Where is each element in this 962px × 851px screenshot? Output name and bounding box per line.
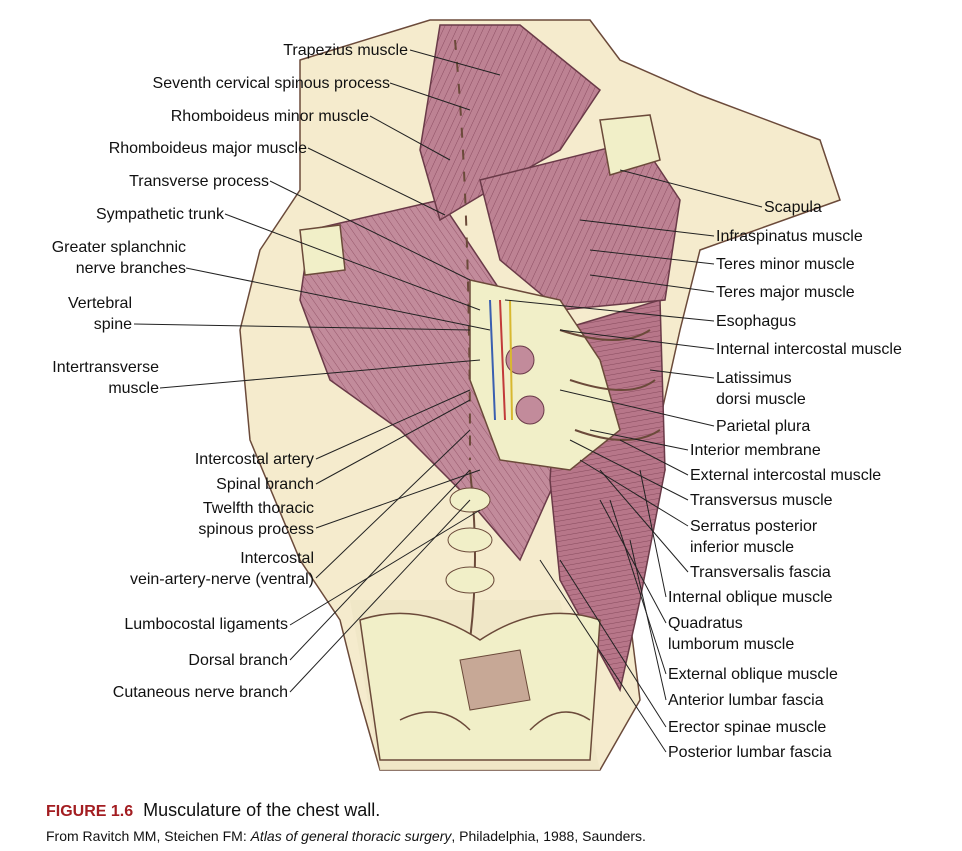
scapula-muscles-shape bbox=[299, 114, 681, 311]
label-rhomboideus-minor: Rhomboideus minor muscle bbox=[170, 108, 369, 125]
label-esophagus: Esophagus bbox=[716, 313, 797, 330]
source-book-title: Atlas of general thoracic surgery bbox=[250, 828, 452, 844]
label-seventh-cervical: Seventh cervical spinous process bbox=[152, 75, 390, 92]
label-teres-major: Teres major muscle bbox=[716, 284, 855, 301]
label-parietal-plura: Parietal plura bbox=[716, 418, 811, 435]
label-internal-intercostal: Internal intercostal muscle bbox=[716, 341, 902, 358]
label-transversalis: Transversalis fascia bbox=[690, 564, 831, 581]
figure-title: Musculature of the chest wall. bbox=[143, 800, 381, 820]
label-infraspinatus: Infraspinatus muscle bbox=[716, 228, 863, 245]
label-dorsal-branch: Dorsal branch bbox=[188, 652, 288, 669]
label-internal-oblique: Internal oblique muscle bbox=[668, 589, 833, 606]
label-sympathetic-trunk: Sympathetic trunk bbox=[95, 206, 224, 223]
label-intercostal-artery: Intercostal artery bbox=[194, 451, 314, 468]
spine-shape bbox=[445, 39, 495, 641]
label-interior-membrane: Interior membrane bbox=[690, 442, 821, 459]
label-rhomboideus-major: Rhomboideus major muscle bbox=[108, 140, 307, 157]
label-transversus: Transversus muscle bbox=[690, 492, 833, 509]
label-trapezius: Trapezius muscle bbox=[283, 42, 408, 59]
leader-lines-left bbox=[133, 49, 501, 693]
label-erector-spinae: Erector spinae muscle bbox=[668, 719, 827, 736]
figure-caption: FIGURE 1.6 Musculature of the chest wall. bbox=[46, 800, 380, 821]
label-anterior-lumbar: Anterior lumbar fascia bbox=[668, 692, 824, 709]
rib-cage-shape bbox=[469, 279, 661, 471]
label-external-intercostal: External intercostal muscle bbox=[690, 467, 882, 484]
label-cutaneous-nerve: Cutaneous nerve branch bbox=[112, 684, 288, 701]
label-lumbocostal: Lumbocostal ligaments bbox=[124, 616, 288, 633]
figure-number: FIGURE 1.6 bbox=[46, 803, 134, 820]
label-external-oblique: External oblique muscle bbox=[668, 666, 838, 683]
label-scapula: Scapula bbox=[764, 199, 822, 216]
figure-source: From Ravitch MM, Steichen FM: Atlas of g… bbox=[46, 828, 646, 844]
leader-lines-right bbox=[504, 169, 763, 753]
label-transverse-process: Transverse process bbox=[129, 173, 269, 190]
label-spinal-branch: Spinal branch bbox=[216, 476, 314, 493]
label-posterior-lumbar: Posterior lumbar fascia bbox=[668, 744, 832, 761]
anatomy-illustration bbox=[133, 19, 841, 771]
pelvis-shape bbox=[359, 612, 601, 761]
label-teres-minor: Teres minor muscle bbox=[716, 256, 855, 273]
